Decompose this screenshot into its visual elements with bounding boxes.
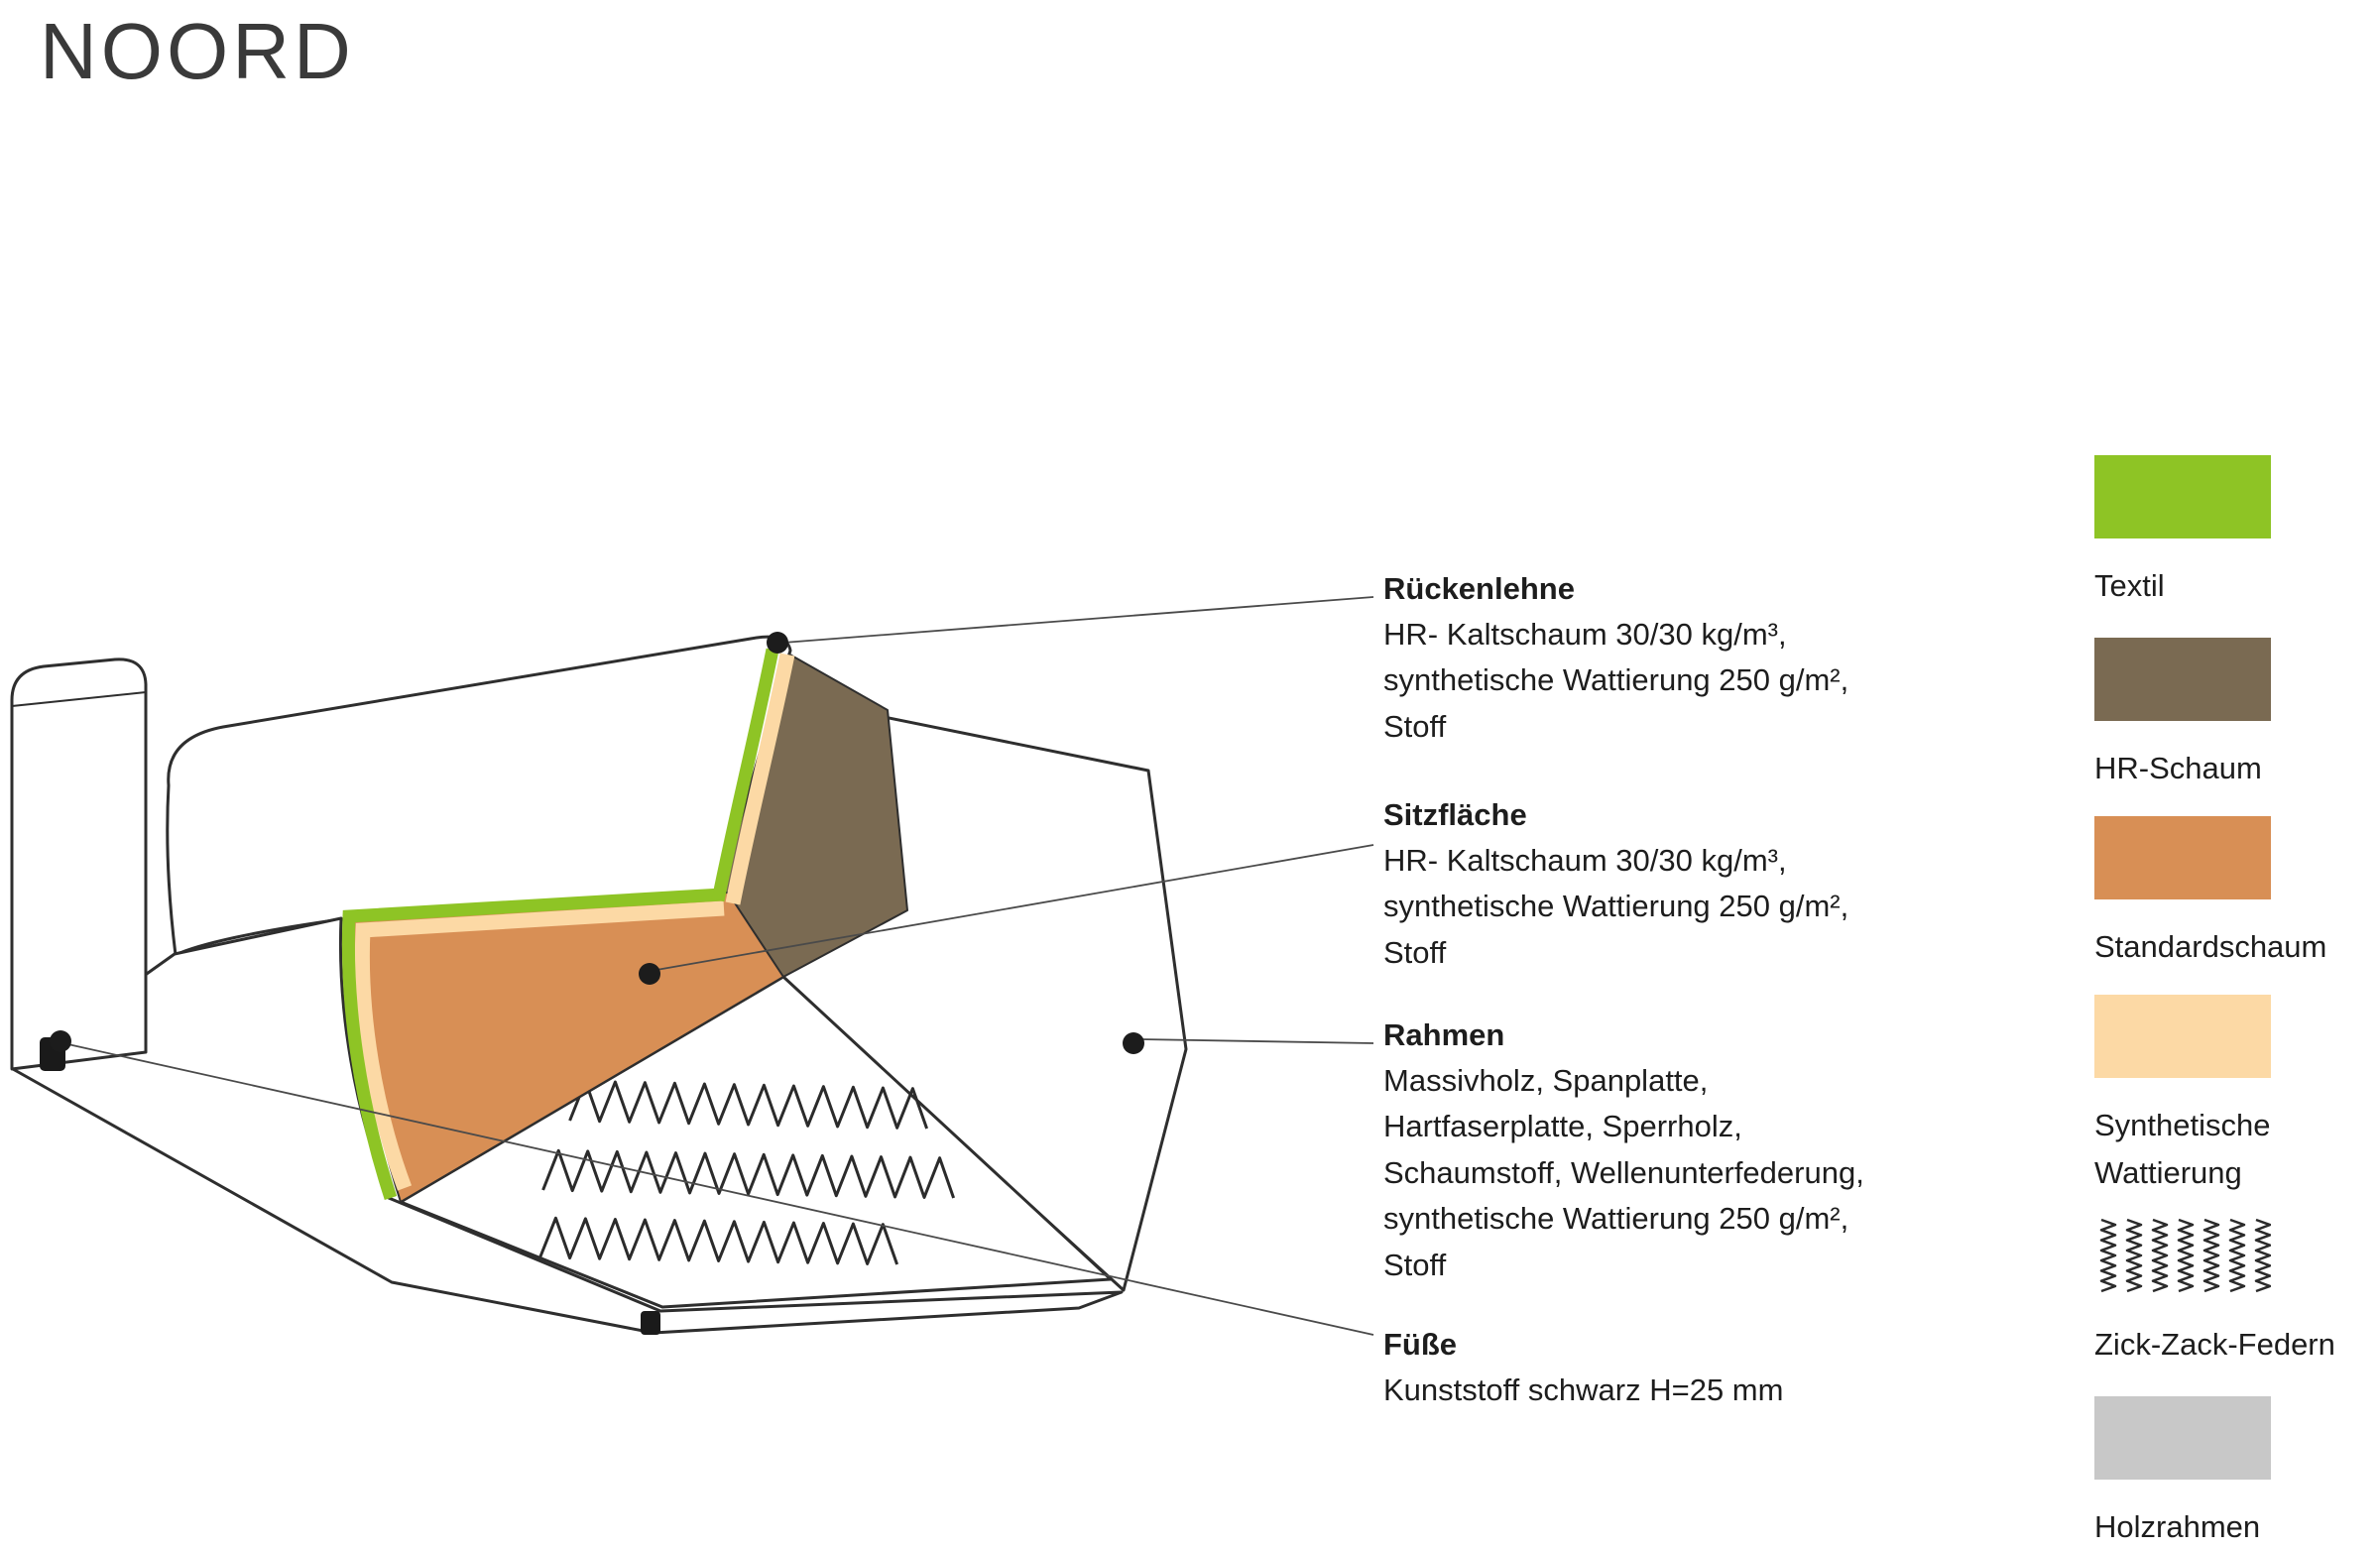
- legend-label-zick-zack-federn: Zick-Zack-Federn: [2094, 1327, 2335, 1362]
- legend-item-wattierung: Synthetische Wattierung: [2094, 995, 2380, 1197]
- backrest-textile-strip: [711, 648, 779, 902]
- page-title: NOORD: [40, 7, 355, 95]
- legend-swatch-hr-schaum: [2094, 638, 2271, 721]
- annotation-body-fuesse: Kunststoff schwarz H=25 mm: [1383, 1372, 1784, 1407]
- legend-swatch-zick-zack-federn: [2094, 1214, 2272, 1297]
- leader-line-sitzflaeche: [655, 844, 1374, 971]
- leader-line-fuesse: [62, 1042, 1374, 1336]
- backrest-wadding-strip: [725, 653, 795, 905]
- annotation-heading-rahmen: Rahmen: [1383, 1017, 1505, 1052]
- legend-swatch-textil: [2094, 455, 2271, 538]
- armrest: [10, 657, 148, 1071]
- annotation-sitzflaeche: Sitzfläche HR- Kaltschaum 30/30 kg/m³, s…: [1383, 793, 2028, 976]
- legend-item-holzrahmen: Holzrahmen: [2094, 1396, 2380, 1551]
- legend-item-hr-schaum: HR-Schaum: [2094, 638, 2380, 792]
- zigzag-spring-row: [568, 1079, 929, 1130]
- legend-label-wattierung: Synthetische Wattierung: [2094, 1108, 2271, 1191]
- zigzag-column: [2228, 1218, 2246, 1293]
- sofa-foot: [641, 1311, 660, 1335]
- annotation-heading-rueckenlehne: Rückenlehne: [1383, 571, 1575, 606]
- annotation-heading-sitzflaeche: Sitzfläche: [1383, 797, 1527, 832]
- legend-label-hr-schaum: HR-Schaum: [2094, 751, 2262, 785]
- legend-swatch-standardschaum: [2094, 816, 2271, 899]
- zigzag-column: [2254, 1218, 2272, 1293]
- seat-textile-strip: [341, 888, 723, 1201]
- legend-swatch-holzrahmen: [2094, 1396, 2271, 1480]
- annotation-body-rahmen: Massivholz, Spanplatte, Hartfaserplatte,…: [1383, 1062, 1864, 1282]
- marker-dot-rueckenlehne: [767, 632, 788, 654]
- legend-item-zick-zack-federn: Zick-Zack-Federn: [2094, 1214, 2380, 1369]
- annotation-heading-fuesse: Füße: [1383, 1327, 1458, 1362]
- zigzag-pattern-icon: [2099, 1218, 2272, 1293]
- legend-swatch-wattierung: [2094, 995, 2271, 1078]
- leader-line-rueckenlehne: [782, 596, 1374, 644]
- annotation-body-rueckenlehne: HR- Kaltschaum 30/30 kg/m³, synthetische…: [1383, 616, 1849, 744]
- marker-dot-sitzflaeche: [639, 963, 660, 985]
- legend-label-holzrahmen: Holzrahmen: [2094, 1509, 2261, 1544]
- leader-line-rahmen: [1139, 1038, 1374, 1044]
- zigzag-column: [2202, 1218, 2220, 1293]
- annotation-fuesse: Füße Kunststoff schwarz H=25 mm: [1383, 1323, 2028, 1413]
- zigzag-column: [2177, 1218, 2195, 1293]
- zigzag-column: [2099, 1218, 2117, 1293]
- legend-label-standardschaum: Standardschaum: [2094, 929, 2327, 964]
- annotation-rueckenlehne: Rückenlehne HR- Kaltschaum 30/30 kg/m³, …: [1383, 567, 2028, 750]
- marker-dot-rahmen: [1123, 1032, 1144, 1054]
- annotation-rahmen: Rahmen Massivholz, Spanplatte, Hartfaser…: [1383, 1014, 2028, 1288]
- zigzag-column: [2151, 1218, 2169, 1293]
- annotation-body-sitzflaeche: HR- Kaltschaum 30/30 kg/m³, synthetische…: [1383, 842, 1849, 970]
- zigzag-spring-row: [538, 1216, 899, 1265]
- legend-item-textil: Textil: [2094, 455, 2380, 610]
- marker-dot-fuesse: [50, 1030, 71, 1052]
- seat-wadding-strip: [354, 900, 725, 1191]
- legend-label-textil: Textil: [2094, 568, 2165, 603]
- armrest-top-edge: [11, 691, 147, 707]
- zigzag-column: [2125, 1218, 2143, 1293]
- legend-item-standardschaum: Standardschaum: [2094, 816, 2380, 971]
